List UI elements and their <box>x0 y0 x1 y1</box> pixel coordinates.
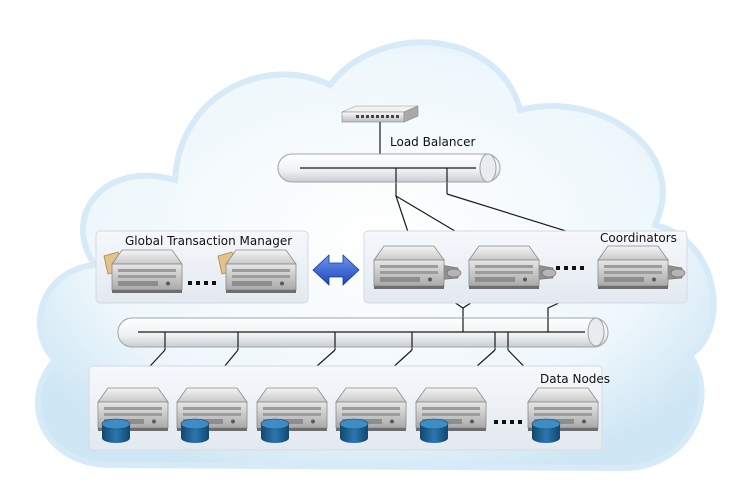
ellipsis-dots <box>494 420 522 424</box>
bidirectional-arrow-icon <box>312 254 360 286</box>
gtm-server-2 <box>218 250 296 293</box>
load-balancer-device <box>341 105 419 123</box>
gtm-label: Global Transaction Manager <box>125 234 292 248</box>
coordinators-label: Coordinators <box>600 231 677 245</box>
load-balancer-label: Load Balancer <box>390 135 475 149</box>
top-network-bus <box>277 153 501 183</box>
ellipsis-dots <box>556 266 584 270</box>
gtm-server-1 <box>104 250 182 293</box>
data-nodes-label: Data Nodes <box>540 372 610 386</box>
ellipsis-dots <box>188 281 216 285</box>
data-network-bus <box>117 317 609 348</box>
